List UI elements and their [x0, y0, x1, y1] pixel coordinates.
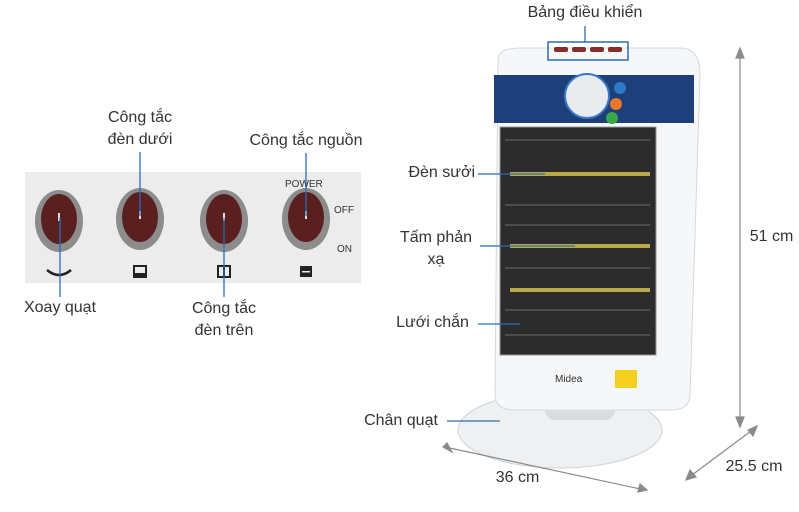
label-line: đèn trên: [194, 322, 254, 339]
switch-oscillation: [35, 190, 83, 252]
label-line: đèn dưới: [107, 131, 173, 148]
label-line: Tấm phản: [399, 229, 473, 246]
dimension-depth: 25.5 cm: [725, 458, 783, 475]
control-panel-highlight: [547, 41, 629, 61]
both-lamps-icon: [300, 266, 312, 277]
switch-bottom-lamp: [116, 188, 164, 250]
label-bottom-lamp-switch: Công tắc đèn dưới: [80, 107, 200, 151]
label-base: Chân quạt: [364, 412, 438, 429]
power-text: POWER: [285, 179, 323, 190]
oscillation-icon: [46, 269, 72, 277]
dimension-height: 51 cm: [749, 228, 794, 245]
label-guard-grille: Lưới chắn: [396, 314, 469, 331]
brand-logo: Midea: [555, 374, 583, 385]
guard-grille: [499, 126, 657, 356]
top-switches: [554, 47, 622, 52]
label-oscillation: Xoay quạt: [23, 299, 97, 316]
bottom-lamp-icon: [133, 265, 147, 278]
on-text: ON: [337, 244, 352, 255]
label-control-panel: Bảng điều khiển: [527, 4, 643, 21]
label-heating-lamp: Đèn sưởi: [408, 164, 475, 181]
label-top-lamp-switch: Công tắc đèn trên: [164, 298, 284, 342]
dimension-width: 36 cm: [495, 469, 540, 486]
label-line: Công tắc: [191, 300, 257, 317]
sticker-photo: [564, 73, 610, 119]
dimension-lines: [442, 46, 759, 493]
reflector: [505, 139, 650, 336]
warning-sticker: [615, 370, 637, 388]
switch-top-lamp: [200, 190, 248, 252]
label-line: xạ: [427, 251, 445, 268]
label-power-switch: Công tắc nguồn: [249, 132, 363, 149]
off-text: OFF: [334, 205, 354, 216]
label-reflector: Tấm phản xạ: [392, 227, 480, 271]
label-line: Công tắc: [107, 109, 173, 126]
leader-lines: [59, 26, 586, 422]
